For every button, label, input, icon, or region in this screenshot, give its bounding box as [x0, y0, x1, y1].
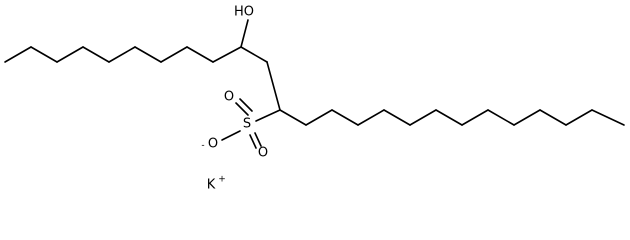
bond [539, 109, 567, 126]
bond [4, 46, 32, 63]
bond [266, 61, 281, 111]
bond [591, 109, 625, 126]
anion-charge-label: - [201, 141, 204, 151]
bond [487, 109, 515, 126]
bond [565, 109, 593, 126]
bond [240, 19, 249, 48]
hydroxyl-group: HO [234, 5, 254, 48]
bond [134, 46, 162, 63]
bond [383, 109, 411, 126]
bond [221, 130, 241, 141]
cation-charge-label: + [218, 175, 226, 185]
bond [212, 46, 242, 63]
oxygen-anion-label: O [208, 137, 218, 152]
bond [235, 102, 249, 116]
oxygen-top-label: O [224, 90, 234, 105]
oxygen-bottom-label: O [258, 146, 268, 161]
hydroxyl-label: HO [234, 5, 254, 20]
bond [108, 46, 136, 63]
bond [513, 109, 541, 126]
bond [82, 46, 110, 63]
bond [186, 46, 214, 63]
bond [30, 46, 58, 63]
sulfonate-group: S O O O - [201, 90, 281, 161]
structure-diagram: HO S O O O - K [4, 5, 625, 193]
bond [357, 109, 385, 126]
bond [239, 98, 253, 112]
bond [279, 109, 307, 126]
bond [255, 109, 281, 122]
bond [409, 109, 437, 126]
bond [56, 46, 84, 63]
sulfur-label: S [243, 117, 251, 132]
bond [240, 46, 268, 63]
bond [461, 109, 489, 126]
right-alkyl-chain [279, 109, 625, 126]
bond [331, 109, 359, 126]
central-chain [240, 46, 281, 111]
bond [249, 134, 257, 149]
bond [435, 109, 463, 126]
bond [305, 109, 333, 126]
bond [160, 46, 188, 63]
potassium-ion: K + [207, 175, 226, 193]
left-alkyl-chain [4, 46, 242, 63]
bond [254, 132, 262, 147]
cation-label: K [207, 178, 216, 193]
